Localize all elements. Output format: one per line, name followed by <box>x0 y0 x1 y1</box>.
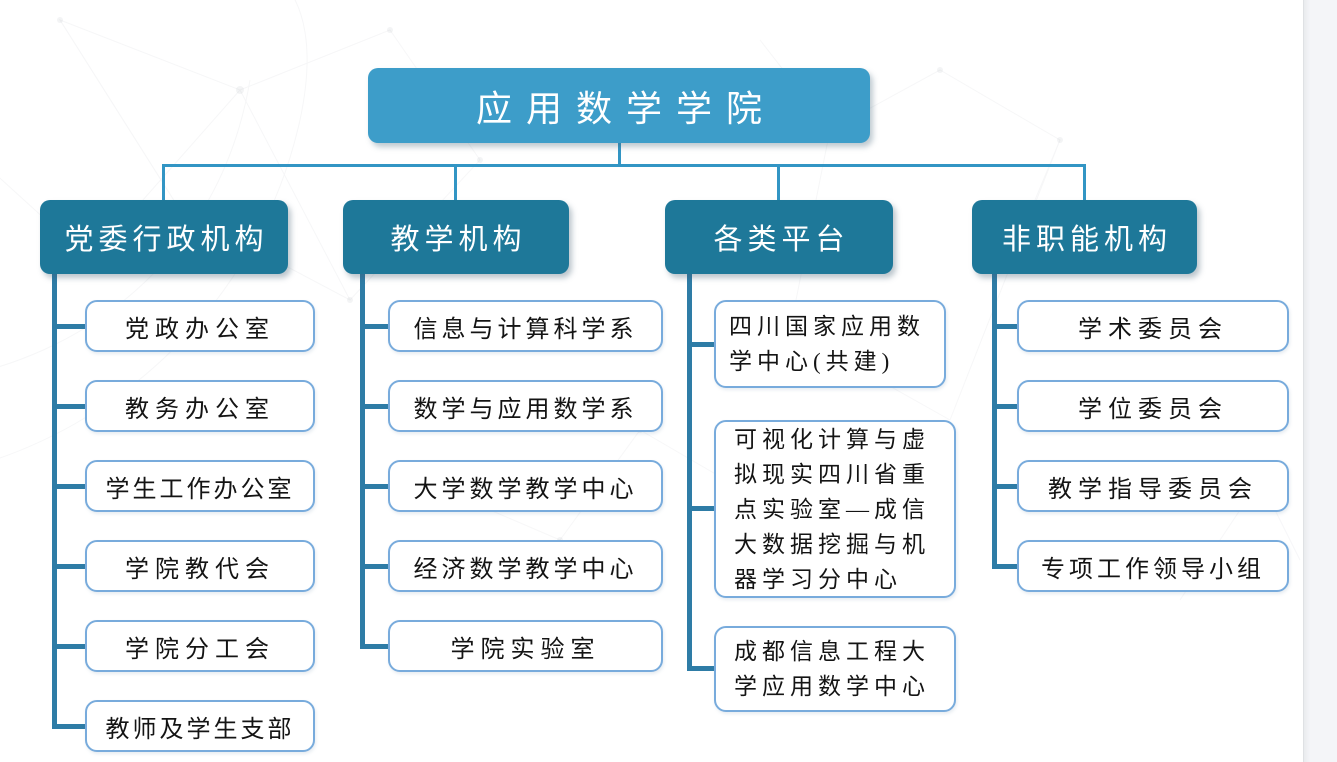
connector-stub <box>687 666 715 671</box>
leaf-label: 学院分工会 <box>125 636 275 663</box>
leaf-label: 教务办公室 <box>125 396 275 423</box>
leaf-box: 学院实验室 <box>388 620 663 672</box>
leaf-label: 专项工作领导小组 <box>1041 556 1265 583</box>
connector-stub <box>687 342 715 347</box>
leaf-box: 成都信息工程大学应用数学中心 <box>714 626 956 712</box>
connector-stub <box>360 644 389 649</box>
leaf-box: 教学指导委员会 <box>1017 460 1289 512</box>
leaf-box: 学院教代会 <box>85 540 315 592</box>
connector-branch2-drop <box>454 164 457 201</box>
leaf-box: 学生工作办公室 <box>85 460 315 512</box>
leaf-label: 学院实验室 <box>450 636 601 663</box>
leaf-label: 学院教代会 <box>125 556 275 583</box>
connector-stub <box>52 564 86 569</box>
leaf-box: 学术委员会 <box>1017 300 1289 352</box>
connector-stub <box>992 324 1018 329</box>
connector-stub <box>992 564 1018 569</box>
connector-stub <box>52 644 86 649</box>
connector-stub <box>360 564 389 569</box>
connector-branch3-drop <box>777 164 780 201</box>
leaf-box: 经济数学教学中心 <box>388 540 663 592</box>
connector-stub <box>52 484 86 489</box>
leaf-label: 成都信息工程大学应用数学中心 <box>734 639 930 699</box>
leaf-box: 四川国家应用数学中心(共建) <box>714 300 946 388</box>
connector-trunk-branch1 <box>52 272 57 729</box>
connector-branch1-drop <box>162 164 165 201</box>
connector-trunk-branch2 <box>360 272 365 649</box>
connector-stub <box>992 484 1018 489</box>
leaf-label: 信息与计算科学系 <box>413 316 638 343</box>
branch-label: 非职能机构 <box>1001 224 1172 256</box>
leaf-box: 党政办公室 <box>85 300 315 352</box>
leaf-label: 学生工作办公室 <box>105 476 295 503</box>
connector-stub <box>360 324 389 329</box>
leaf-box: 学位委员会 <box>1017 380 1289 432</box>
connector-trunk-branch3 <box>687 272 692 671</box>
page-edge-strip <box>1303 0 1337 762</box>
leaf-label: 大学数学教学中心 <box>413 476 638 503</box>
connector-root-drop <box>618 142 621 166</box>
root-box: 应用数学学院 <box>368 68 870 143</box>
branch-label: 党委行政机构 <box>64 224 269 256</box>
branch-box-teaching: 教学机构 <box>343 200 569 274</box>
leaf-box: 学院分工会 <box>85 620 315 672</box>
connector-stub <box>992 404 1018 409</box>
branch-box-party-admin: 党委行政机构 <box>40 200 288 274</box>
leaf-label: 学位委员会 <box>1078 396 1228 423</box>
branch-box-nonfunctional: 非职能机构 <box>972 200 1197 274</box>
leaf-label: 党政办公室 <box>125 316 275 343</box>
leaf-box: 数学与应用数学系 <box>388 380 663 432</box>
leaf-label: 可视化计算与虚拟现实四川省重点实验室—成信大数据挖掘与机器学习分中心 <box>734 426 930 592</box>
leaf-label: 经济数学教学中心 <box>413 556 638 583</box>
root-title: 应用数学学院 <box>475 88 776 129</box>
leaf-box: 大学数学教学中心 <box>388 460 663 512</box>
leaf-label: 教学指导委员会 <box>1048 476 1258 503</box>
leaf-box: 专项工作领导小组 <box>1017 540 1289 592</box>
branch-box-platforms: 各类平台 <box>665 200 893 274</box>
leaf-box: 教师及学生支部 <box>85 700 315 752</box>
leaf-label: 教师及学生支部 <box>105 716 295 743</box>
connector-stub <box>52 404 86 409</box>
connector-stub <box>52 324 86 329</box>
leaf-box: 信息与计算科学系 <box>388 300 663 352</box>
leaf-label: 四川国家应用数学中心(共建) <box>729 314 925 374</box>
branch-label: 各类平台 <box>713 224 850 256</box>
connector-stub <box>360 404 389 409</box>
leaf-label: 数学与应用数学系 <box>413 396 638 423</box>
connector-stub <box>360 484 389 489</box>
connector-stub <box>52 724 86 729</box>
connector-stub <box>687 506 715 511</box>
connector-trunk-branch4 <box>992 272 997 569</box>
leaf-box: 可视化计算与虚拟现实四川省重点实验室—成信大数据挖掘与机器学习分中心 <box>714 420 956 598</box>
leaf-label: 学术委员会 <box>1078 316 1228 343</box>
connector-horizontal-bus <box>162 164 1086 167</box>
leaf-box: 教务办公室 <box>85 380 315 432</box>
connector-branch4-drop <box>1083 164 1086 201</box>
branch-label: 教学机构 <box>390 224 527 256</box>
